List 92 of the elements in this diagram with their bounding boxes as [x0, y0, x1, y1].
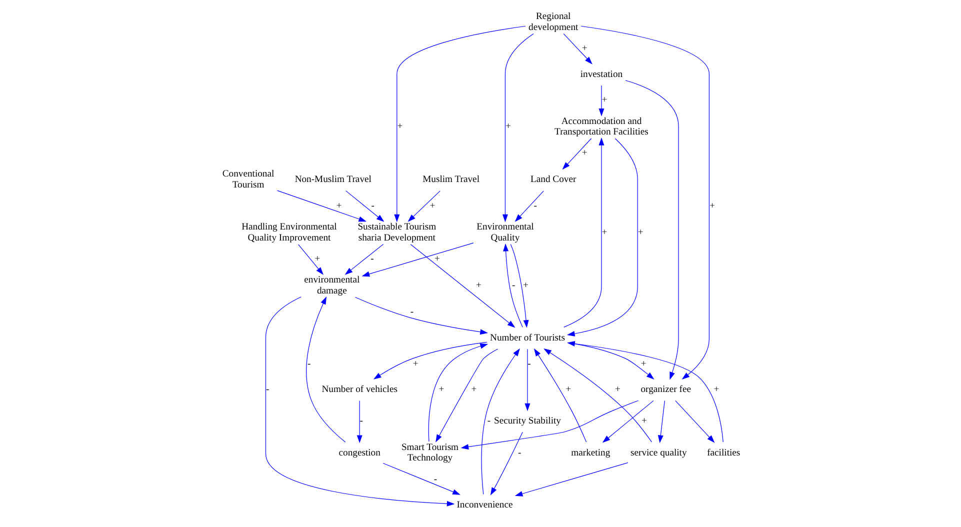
edge-label: -: [512, 280, 515, 292]
node-text: Conventional Tourism: [222, 168, 274, 191]
arrow: [264, 296, 454, 506]
node-text: Security Stability: [493, 415, 560, 426]
edge-label: +: [476, 280, 481, 292]
arrow: [657, 400, 664, 444]
edge-label: -: [518, 447, 521, 458]
arrow: [407, 190, 440, 222]
arrow: [524, 348, 530, 412]
arrow: [345, 190, 384, 222]
edge-label: +: [336, 200, 342, 212]
edge-label: +: [641, 415, 646, 426]
arrow: [382, 462, 460, 495]
node-text: congestion: [338, 447, 380, 458]
arrow: [674, 400, 714, 443]
edge-label: +: [601, 227, 607, 238]
edge-label: +: [314, 254, 320, 265]
node-text: Accommodation and Transportation Facilities: [554, 116, 648, 138]
arrow: [562, 33, 592, 64]
edge-label: +: [708, 200, 714, 212]
edge-label: -: [370, 200, 374, 212]
edge-label: +: [412, 358, 418, 370]
arrow: [514, 462, 628, 496]
node-text: Regional development: [528, 11, 578, 33]
edge-label: -: [433, 474, 437, 485]
arrow: [361, 242, 474, 277]
edge-label: -: [533, 200, 536, 212]
arrow: [344, 244, 384, 275]
node-text: Sustainable Tourism sharia Development: [357, 222, 436, 244]
node-text: environmental damage: [304, 274, 360, 296]
edge-label: +: [581, 42, 587, 54]
node-text: Muslim Travel: [422, 174, 479, 186]
arrow: [354, 296, 488, 335]
arrow: [563, 138, 604, 328]
edge-label: +: [470, 384, 476, 396]
arrow: [502, 243, 522, 328]
edge-label: +: [396, 121, 402, 132]
node-text: service quality: [630, 447, 686, 458]
arrow: [502, 33, 534, 222]
arrow: [276, 190, 366, 222]
node-text: investation: [580, 68, 622, 80]
arrow: [460, 400, 638, 450]
node-text: organizer fee: [640, 384, 690, 396]
node-text: Smart Tourism Technology: [400, 442, 458, 464]
edge-label: +: [637, 227, 643, 238]
arrow: [490, 432, 522, 496]
node-text: Non-Muslim Travel: [294, 174, 371, 186]
edge-label: +: [581, 148, 587, 159]
edge-label: +: [438, 384, 444, 396]
node-text: marketing: [570, 447, 610, 458]
edge-label: +: [614, 384, 620, 396]
arrow: [624, 80, 678, 380]
edge-label: +: [505, 121, 510, 132]
arrow: [372, 342, 487, 380]
edge-label: -: [410, 306, 414, 318]
node-text: Number of Tourists: [490, 332, 564, 344]
edge-label: -: [486, 415, 490, 426]
edge-label: +: [601, 94, 607, 106]
edge-label: -: [527, 358, 530, 370]
arrow: [598, 85, 604, 116]
arrow: [533, 348, 586, 442]
arrow: [356, 400, 362, 444]
node-text: Handling Environmental Quality Improvement: [241, 222, 336, 244]
arrow: [480, 348, 520, 495]
arrow: [562, 138, 592, 170]
edge-label: +: [713, 384, 719, 396]
node-text: Number of vehicles: [321, 384, 398, 396]
edge-label: +: [434, 254, 440, 265]
arrow: [435, 348, 498, 442]
edge-label: -: [359, 415, 363, 426]
edge-label: +: [522, 280, 528, 292]
node-text: Land Cover: [530, 174, 576, 186]
arrow: [514, 190, 544, 222]
arrow: [566, 138, 638, 336]
arrow: [410, 244, 515, 328]
arrow: [394, 26, 526, 222]
edge-label: -: [265, 384, 269, 396]
arrow: [297, 244, 323, 275]
node-text: facilities: [706, 447, 740, 458]
node-text: Environmental Quality: [476, 222, 534, 244]
edge-label: +: [640, 358, 646, 370]
edge-label: +: [565, 384, 571, 396]
edge-label: -: [306, 358, 310, 370]
arrow: [428, 343, 488, 442]
arrow: [306, 296, 346, 442]
edge-label: -: [370, 254, 374, 265]
arrow: [510, 244, 528, 328]
edge-label: +: [429, 200, 435, 212]
arrow: [580, 26, 709, 380]
node-text: Inconvenience: [456, 500, 512, 511]
arrow: [602, 400, 654, 443]
arrow: [543, 348, 652, 442]
